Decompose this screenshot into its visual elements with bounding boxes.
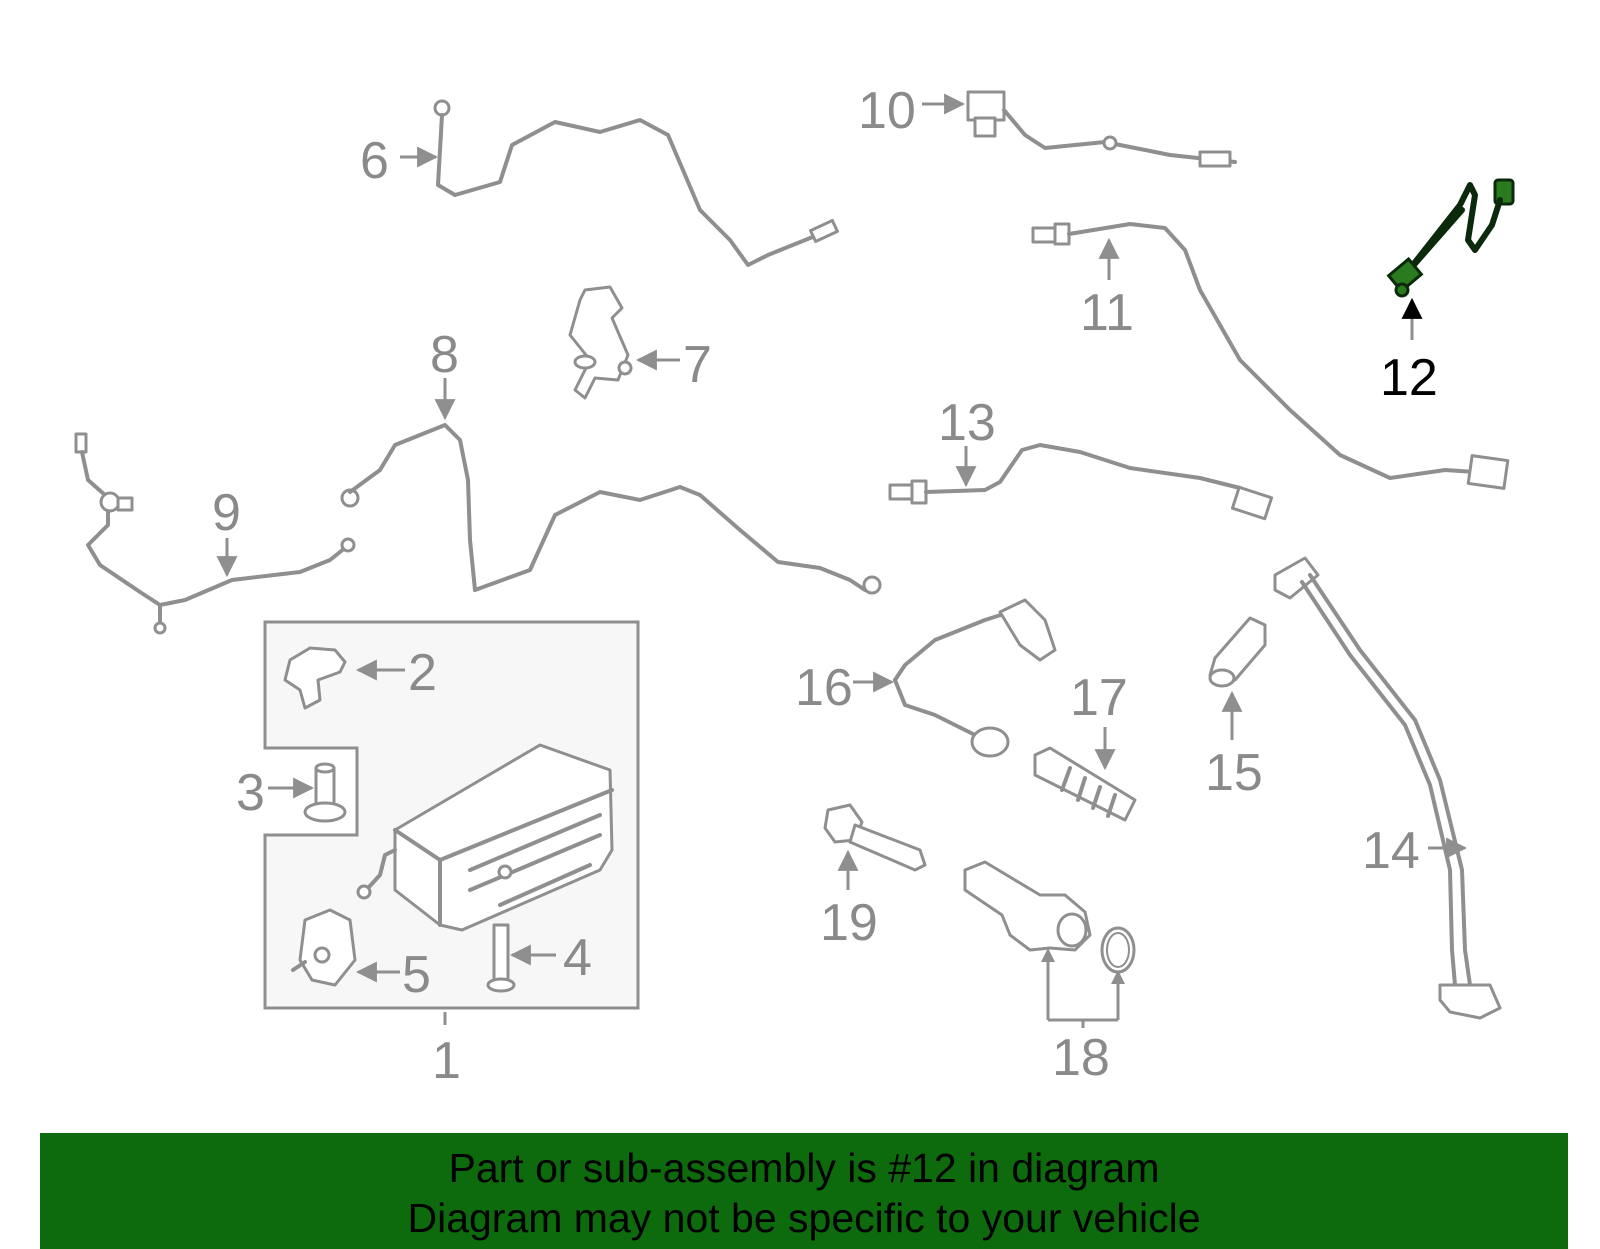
part-19-bolt[interactable] [823, 803, 927, 872]
part-2-clip[interactable] [283, 646, 347, 710]
label-11: 11 [1080, 284, 1134, 342]
part-8-tube[interactable] [340, 423, 882, 595]
label-9: 9 [212, 484, 241, 542]
leader-arrows [216, 93, 1468, 1028]
label-1: 1 [432, 1032, 461, 1090]
part-5-valve[interactable] [291, 908, 357, 987]
part-11-sensor-harness[interactable] [1031, 222, 1510, 490]
label-13: 13 [938, 394, 996, 452]
label-6: 6 [360, 132, 389, 190]
label-18: 18 [1052, 1029, 1110, 1087]
part-1-assembly-box[interactable] [263, 620, 640, 1010]
part-4-bolt[interactable] [486, 923, 516, 993]
canister[interactable] [356, 743, 614, 932]
label-17: 17 [1070, 669, 1128, 727]
info-banner: Part or sub-assembly is #12 in diagram D… [40, 1133, 1568, 1249]
label-8: 8 [430, 326, 459, 384]
label-3: 3 [236, 764, 265, 822]
part-10-sensor[interactable] [966, 90, 1237, 168]
label-19: 19 [820, 894, 878, 952]
banner-line-1: Part or sub-assembly is #12 in diagram [448, 1145, 1160, 1191]
label-14: 14 [1362, 822, 1420, 880]
part-12-sensor-highlighted[interactable] [1386, 178, 1515, 298]
part-6-tube[interactable] [433, 99, 839, 267]
label-10: 10 [858, 82, 916, 140]
label-2: 2 [408, 644, 437, 702]
label-4: 4 [563, 929, 592, 987]
part-16-hose[interactable] [893, 598, 1057, 758]
part-3-bolt[interactable] [303, 762, 347, 823]
label-12: 12 [1380, 349, 1438, 407]
part-7-bracket[interactable] [568, 285, 633, 400]
label-16: 16 [795, 659, 853, 717]
part-17-connector[interactable] [1033, 746, 1137, 822]
part-15-sensor[interactable] [1208, 616, 1267, 688]
label-15: 15 [1205, 744, 1263, 802]
part-14-cable[interactable] [1273, 556, 1502, 1020]
part-13-sensor[interactable] [888, 443, 1274, 521]
label-7: 7 [683, 336, 712, 394]
banner-line-2: Diagram may not be specific to your vehi… [407, 1195, 1201, 1241]
part-9-tube[interactable] [74, 432, 356, 635]
label-5: 5 [402, 946, 431, 1004]
